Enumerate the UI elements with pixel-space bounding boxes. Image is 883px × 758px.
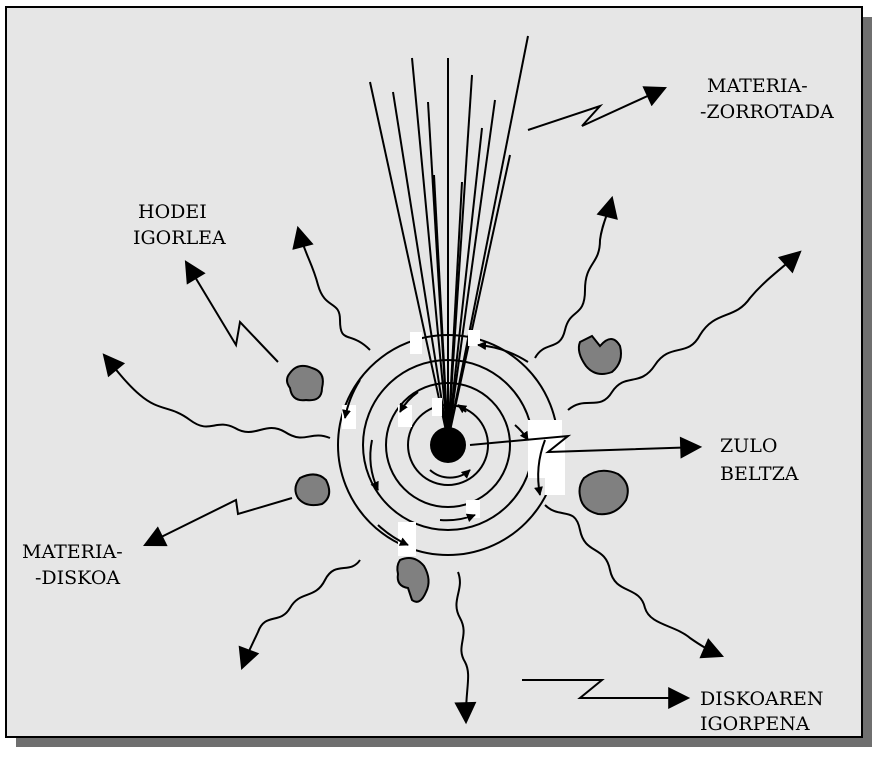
emission-label-line2: IGORPENA <box>700 713 810 735</box>
gas-cloud <box>295 474 329 505</box>
gas-cloud <box>580 471 628 514</box>
gas-cloud <box>287 366 323 400</box>
hole-label-line1: ZULO <box>720 435 777 457</box>
emission-label-line1: DISKOAREN <box>700 688 824 710</box>
hole-label-line2: BELTZA <box>720 463 799 485</box>
jet-label-line2: -ZORROTADA <box>700 101 834 123</box>
disk-label-line1: MATERIA- <box>22 541 123 563</box>
disk-label-line2: -DISKOA <box>35 567 120 589</box>
black-hole <box>430 427 466 463</box>
cloud-label-line2: IGORLEA <box>133 227 226 249</box>
cloud-label-line1: HODEI <box>138 201 207 223</box>
jet-label-line1: MATERIA- <box>707 75 808 97</box>
